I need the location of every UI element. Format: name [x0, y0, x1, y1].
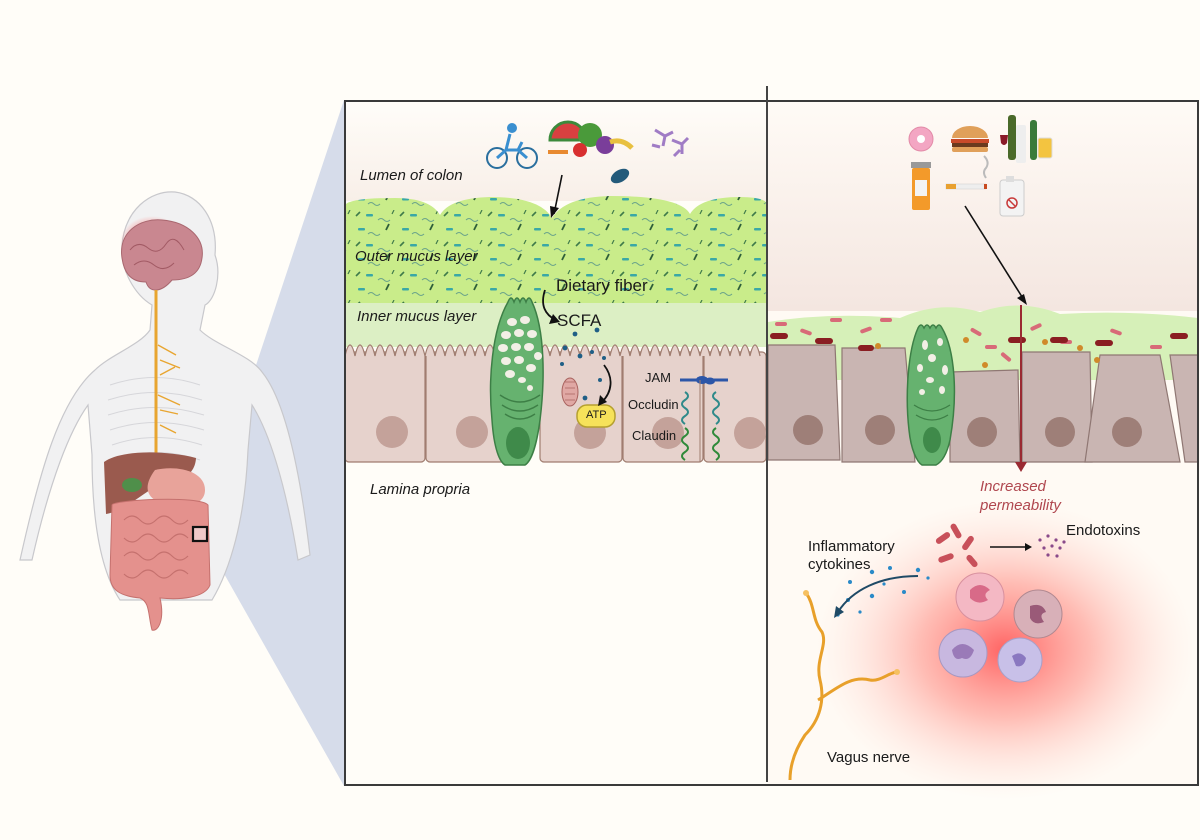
brain-icon — [121, 219, 203, 291]
goblet-cell-icon — [906, 324, 956, 466]
cigarette-icon — [945, 155, 989, 190]
epithelial-cells — [344, 344, 767, 463]
label-scfa: SCFA — [557, 311, 602, 330]
alcohol-bottles-icon — [1000, 115, 1053, 163]
chemical-jug-icon — [999, 176, 1025, 217]
label-dietary-fiber: Dietary fiber — [556, 276, 648, 295]
cytokine-arrow — [837, 575, 919, 613]
stomach-icon — [147, 468, 205, 507]
intestine-icon — [109, 498, 211, 631]
human-body-icon — [19, 191, 311, 631]
label-cytokines: cytokines — [808, 556, 871, 573]
label-vagus-nerve: Vagus nerve — [827, 749, 911, 766]
label-lumen: Lumen of colon — [360, 167, 463, 184]
goblet-cell-icon — [489, 297, 544, 466]
cycling-icon — [486, 123, 538, 169]
pill-bottle-icon — [911, 162, 931, 210]
donut-icon — [908, 126, 934, 152]
fruits-vegetables-icon — [548, 120, 634, 157]
label-inflammatory: Inflammatory — [808, 538, 895, 555]
label-increased: Increased — [980, 478, 1046, 495]
label-occludin: Occludin — [628, 397, 679, 412]
label-atp: ATP — [586, 409, 607, 421]
bacteria-icon — [775, 318, 1162, 362]
panel-divider — [766, 86, 768, 782]
atp-badge — [576, 404, 616, 428]
scfa-molecules — [560, 327, 606, 401]
immune-cells-icon — [938, 572, 1063, 683]
label-inner-mucus: Inner mucus layer — [357, 308, 477, 325]
burger-icon — [951, 126, 989, 152]
label-permeability: permeability — [980, 497, 1061, 514]
disrupted-panel — [767, 101, 1199, 800]
colon-highlight-box — [191, 525, 209, 543]
label-outer-mucus: Outer mucus layer — [355, 248, 478, 265]
label-endotoxins: Endotoxins — [1066, 522, 1141, 539]
endotoxin-dots — [1038, 534, 1066, 558]
mitochondrion-icon — [561, 377, 579, 407]
cytokine-dots — [836, 566, 930, 617]
bacterium-icon — [610, 168, 630, 184]
probiotic-bacteria-icon — [651, 128, 690, 158]
damaged-epithelial-cells — [767, 344, 1199, 463]
label-claudin: Claudin — [632, 428, 677, 443]
exposure-arrow — [964, 205, 1025, 301]
lysed-bacteria-icon — [935, 523, 978, 568]
inner-mucus-layer — [345, 303, 766, 347]
label-jam: JAM — [645, 370, 671, 385]
healthy-panel — [344, 101, 767, 785]
outer-mucus-layer — [345, 196, 766, 305]
tight-junction — [680, 376, 728, 462]
vagus-nerve-icon — [788, 592, 898, 781]
endotoxin-arrow — [1025, 543, 1032, 551]
label-lamina-propria: Lamina propria — [370, 481, 471, 498]
